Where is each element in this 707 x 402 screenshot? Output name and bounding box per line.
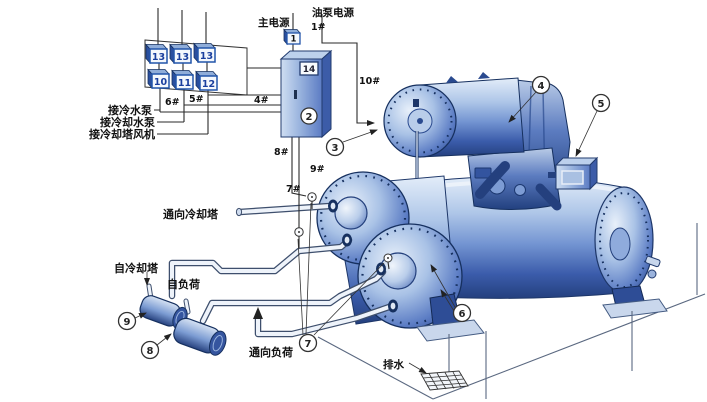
cooling-water-pump (139, 295, 188, 330)
control-cabinet: 14 2 (279, 49, 333, 139)
callout-7 (298, 333, 318, 353)
starter-box-13a: 13 (145, 43, 168, 65)
wire-5-label: 5# (189, 94, 204, 105)
connect-cooling-water-pump-label: 接冷却水泵 (100, 115, 155, 129)
starter-12-label: 12 (202, 79, 215, 90)
callout-8-number: 8 (147, 346, 154, 357)
main-breaker-box: 1 (283, 28, 301, 46)
unit-mounted-starter-box (548, 156, 599, 191)
starter-10-label: 10 (154, 77, 168, 88)
callout-7-number: 7 (305, 339, 312, 350)
starter-13b-label: 13 (176, 52, 189, 63)
main-breaker-label: 1 (291, 35, 297, 45)
callout-leaders (134, 91, 598, 374)
wire-8-label: 8# (274, 147, 289, 158)
connect-cooling-tower-fan-label: 接冷却塔风机 (89, 127, 155, 141)
callout-4 (531, 75, 551, 95)
discharge-connector (535, 183, 562, 211)
callout-6-number: 6 (459, 309, 466, 320)
chilled-water-pump (173, 317, 227, 356)
starter-11-label: 11 (178, 78, 191, 89)
to-load-flow-arrow (253, 307, 263, 319)
callout-8 (140, 340, 160, 360)
callout-3 (325, 137, 345, 157)
oil-pump-power-wire (321, 14, 375, 126)
interlock-terminal-box (299, 61, 319, 76)
wire-7-label: 7# (286, 184, 301, 195)
wire-4-label: 4# (254, 95, 269, 106)
main-power-label: 主电源 (258, 16, 290, 29)
condenser-fitting (645, 255, 661, 268)
text-labels: 主电源 油泵电源 接冷水泵 接冷却水泵 接冷却塔风机 通向冷却塔 自冷却塔 自负… (89, 6, 404, 371)
callout-3-number: 3 (332, 143, 339, 154)
callout-balloons: 3 4 5 6 7 8 9 (117, 75, 611, 360)
starter-13a-label: 13 (152, 52, 165, 63)
suction-connector (475, 161, 510, 199)
starter-box-10: 10 (147, 68, 170, 90)
drain-label: 排水 (383, 358, 404, 371)
callout-4-number: 4 (538, 81, 545, 92)
floor-drain-grate (420, 370, 469, 391)
machine-feet (416, 285, 668, 342)
callout-6 (452, 303, 472, 323)
starter-box-11: 11 (171, 69, 194, 91)
from-cooling-tower-label: 自冷却塔 (114, 261, 159, 275)
callout-9 (117, 311, 137, 331)
starter-box-screen (561, 170, 584, 185)
sensor-conduits (291, 137, 307, 228)
connect-chilled-water-pump-label: 接冷水泵 (108, 103, 152, 117)
wire-9-label: 9# (310, 164, 325, 175)
wire-1-label: 1# (311, 22, 326, 33)
piping (146, 199, 398, 338)
gauges (294, 192, 393, 270)
floor-drop-lines (448, 223, 698, 399)
starter-box-12: 12 (195, 70, 218, 92)
cabinet-handle (294, 90, 297, 99)
to-cooling-tower-label: 通向冷却塔 (163, 207, 219, 221)
to-load-label: 通向负荷 (249, 345, 293, 359)
wire-10-label: 10# (359, 76, 380, 87)
starter-box-13b: 13 (169, 43, 192, 65)
interlock-terminal-label: 14 (303, 65, 316, 75)
control-panel-number: 2 (306, 112, 313, 123)
callout-5-number: 5 (598, 99, 605, 110)
starter-box-13c: 13 (193, 42, 216, 64)
from-load-label: 自负荷 (167, 277, 200, 291)
control-panel-badge (300, 107, 318, 125)
callout-9-number: 9 (124, 317, 131, 328)
oil-pump-power-label: 油泵电源 (312, 6, 354, 19)
callout-5 (591, 93, 611, 113)
wire-6-label: 6# (165, 97, 180, 108)
starter-13c-label: 13 (200, 51, 213, 62)
